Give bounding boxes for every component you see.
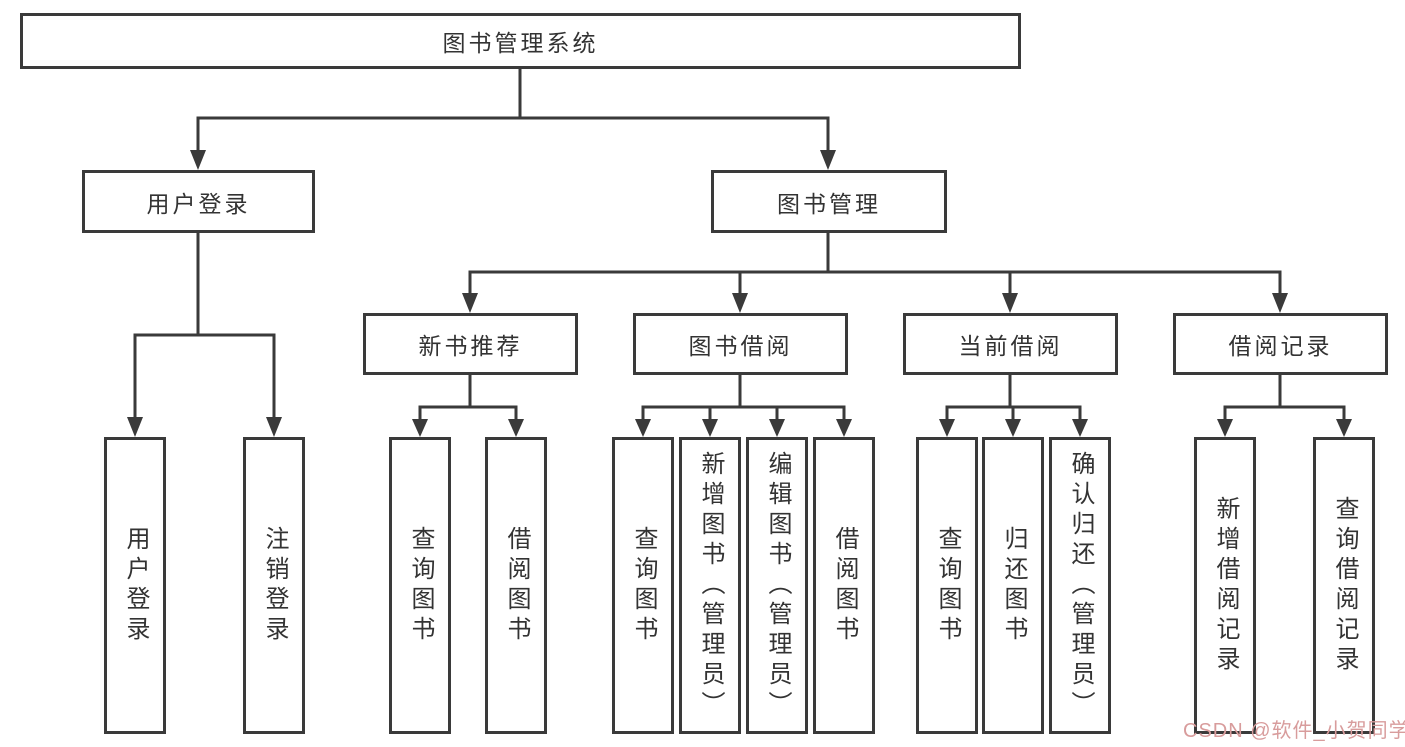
leaf-return-books: 归还图书 [982, 437, 1044, 734]
node-new-book-recommend-label: 新书推荐 [418, 333, 523, 359]
node-borrow-records: 借阅记录 [1173, 313, 1388, 375]
leaf-return-books-label: 归还图书 [1000, 525, 1027, 646]
node-book-management-label: 图书管理 [777, 190, 881, 217]
leaf-add-borrow-record-label: 新增借阅记录 [1212, 495, 1239, 676]
csdn-watermark: CSDN @软件_小贺同学 [1183, 720, 1405, 742]
leaf-logout: 注销登录 [243, 437, 305, 734]
leaf-borrow-books-2-label: 借阅图书 [831, 525, 858, 646]
leaf-add-books-admin: 新增图书（管理员） [679, 437, 741, 734]
leaf-query-books-3: 查询图书 [916, 437, 978, 734]
leaf-add-books-admin-label: 新增图书（管理员） [697, 450, 724, 721]
node-borrow-records-label: 借阅记录 [1228, 333, 1333, 359]
node-user-login: 用户登录 [82, 170, 315, 233]
leaf-borrow-books-1: 借阅图书 [485, 437, 547, 734]
leaf-query-books-1-label: 查询图书 [407, 525, 434, 646]
leaf-query-books-2-label: 查询图书 [630, 525, 657, 646]
leaf-edit-books-admin: 编辑图书（管理员） [746, 437, 808, 734]
leaf-query-borrow-record-label: 查询借阅记录 [1331, 495, 1358, 676]
leaf-logout-label: 注销登录 [261, 525, 288, 646]
leaf-user-login: 用户登录 [104, 437, 166, 734]
leaf-query-books-1: 查询图书 [389, 437, 451, 734]
node-root-label: 图书管理系统 [442, 30, 599, 56]
node-root-system: 图书管理系统 [20, 13, 1021, 69]
leaf-confirm-return-admin: 确认归还（管理员） [1049, 437, 1111, 734]
leaf-query-borrow-record: 查询借阅记录 [1313, 437, 1375, 734]
leaf-borrow-books-2: 借阅图书 [813, 437, 875, 734]
node-current-borrow: 当前借阅 [903, 313, 1118, 375]
leaf-confirm-return-admin-label: 确认归还（管理员） [1067, 450, 1094, 721]
leaf-query-books-3-label: 查询图书 [934, 525, 961, 646]
node-new-book-recommend: 新书推荐 [363, 313, 578, 375]
node-book-management: 图书管理 [711, 170, 947, 233]
leaf-borrow-books-1-label: 借阅图书 [503, 525, 530, 646]
leaf-user-login-label: 用户登录 [122, 525, 149, 646]
leaf-query-books-2: 查询图书 [612, 437, 674, 734]
leaf-edit-books-admin-label: 编辑图书（管理员） [764, 450, 791, 721]
node-user-login-label: 用户登录 [146, 190, 251, 217]
node-current-borrow-label: 当前借阅 [958, 333, 1063, 359]
node-book-borrow-label: 图书借阅 [688, 333, 793, 359]
leaf-add-borrow-record: 新增借阅记录 [1194, 437, 1256, 734]
node-book-borrow: 图书借阅 [633, 313, 848, 375]
